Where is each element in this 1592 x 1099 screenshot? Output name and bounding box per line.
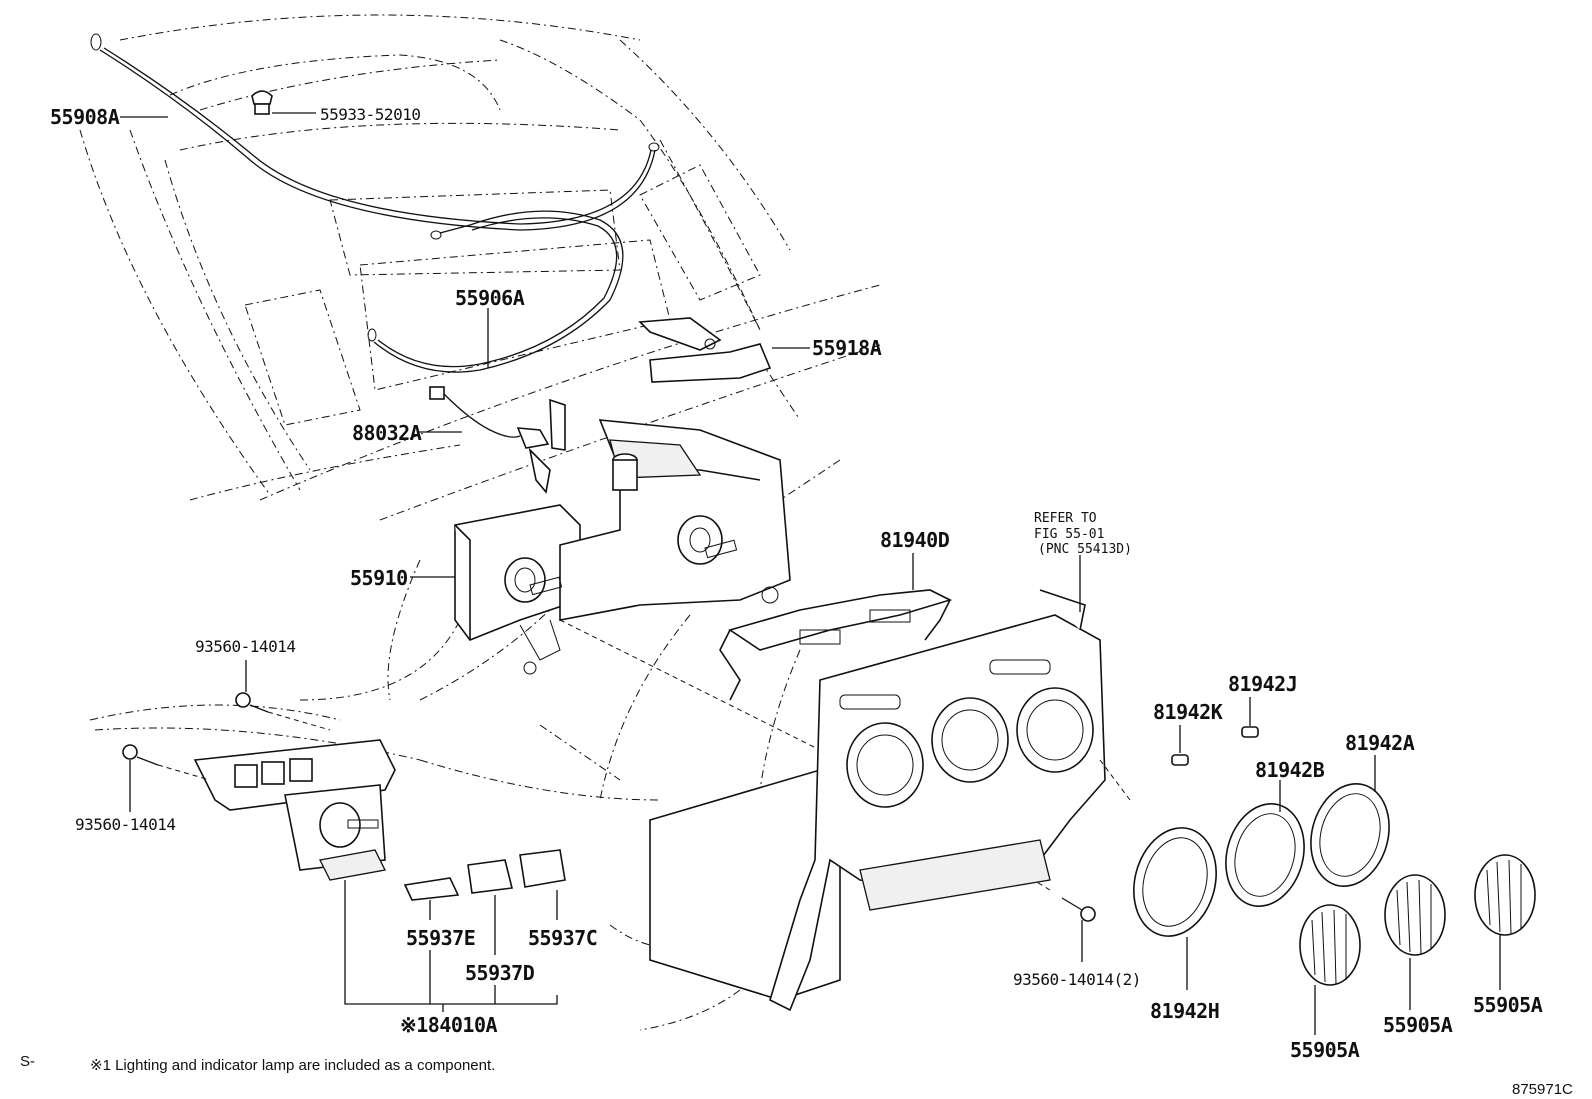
cable-55908A	[90, 33, 660, 231]
lever-55918A	[638, 317, 772, 383]
bolt-93560-14014-top	[235, 692, 269, 713]
label-93560-14014-top: 93560-14014	[195, 637, 295, 656]
control-assembly-55910	[454, 419, 841, 761]
bolt-93560-14014-left	[122, 744, 159, 766]
label-81942J: 81942J	[1228, 672, 1297, 696]
knob-55905A-1	[1299, 904, 1361, 986]
label-55937E: 55937E	[406, 926, 475, 950]
cable-55906A	[367, 210, 624, 373]
leader-lines	[120, 112, 1501, 1035]
label-55937D: 55937D	[465, 961, 535, 985]
control-panel-bezel	[649, 589, 1131, 1012]
label-93560-14014-left: 93560-14014	[75, 815, 175, 834]
label-55908A: 55908A	[50, 105, 120, 129]
bulb-81942J	[1241, 726, 1259, 738]
knob-cap-55937D	[467, 859, 513, 894]
label-55906A: 55906A	[455, 286, 525, 310]
clip-55933-52010	[251, 90, 273, 115]
label-55937C: 55937C	[528, 926, 597, 950]
label-81940D: 81940D	[880, 528, 950, 552]
ring-81942H	[1133, 827, 1217, 937]
bulb-81942K	[1171, 754, 1189, 766]
label-55905A-1: 55905A	[1290, 1038, 1360, 1062]
label-55933-52010: 55933-52010	[320, 105, 420, 124]
label-55905A-2: 55905A	[1383, 1013, 1453, 1037]
label-refer-fig: FIG 55-01	[1034, 527, 1104, 542]
knob-55905A-3	[1474, 854, 1536, 936]
label-81942A: 81942A	[1345, 731, 1415, 755]
knob-cap-55937E	[403, 877, 460, 901]
label-93560-14014-2: 93560-14014(2)	[1013, 970, 1141, 989]
label-55910: 55910	[350, 566, 408, 590]
label-81942H: 81942H	[1150, 999, 1219, 1023]
ring-81942B	[1225, 803, 1305, 907]
knob-55905A-2	[1384, 874, 1446, 956]
label-refer-pnc: (PNC 55413D)	[1038, 542, 1132, 557]
label-84010A: ※184010A	[400, 1013, 498, 1037]
label-81942B: 81942B	[1255, 758, 1325, 782]
label-88032A: 88032A	[352, 421, 422, 445]
label-81942K: 81942K	[1153, 700, 1223, 724]
label-refer-to: REFER TO	[1034, 511, 1097, 526]
figure-code: 875971C	[1512, 1081, 1573, 1098]
footnote: ※1 Lighting and indicator lamp are inclu…	[90, 1057, 495, 1074]
bracket-81940D	[719, 589, 953, 701]
ring-81942A	[1310, 783, 1390, 887]
section-mark: S-	[20, 1053, 35, 1070]
harness-88032A	[429, 386, 566, 494]
bolt-93560-14014-right	[1061, 897, 1096, 922]
label-55918A: 55918A	[812, 336, 882, 360]
knob-cap-55937C	[519, 849, 566, 888]
label-55905A-3: 55905A	[1473, 993, 1543, 1017]
switch-assembly-84010A	[193, 739, 396, 881]
